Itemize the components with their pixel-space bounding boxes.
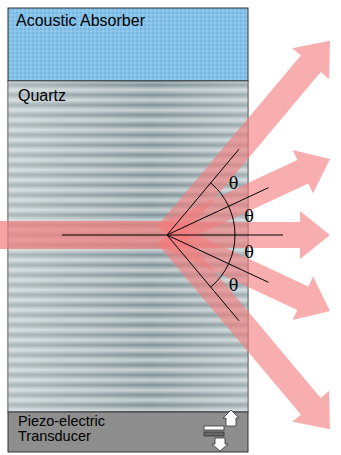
node-label: Quartz xyxy=(18,87,138,105)
angle-arc xyxy=(229,235,235,264)
quartz-box: Quartz xyxy=(8,81,248,412)
angle-arc xyxy=(229,206,235,235)
node-label: Piezo-electric Transducer xyxy=(18,414,158,444)
angle-line xyxy=(167,235,239,321)
absorber-block xyxy=(8,8,248,81)
angle-line xyxy=(167,149,239,235)
angle-label: θ xyxy=(229,176,239,192)
angle-arc xyxy=(211,183,229,206)
transducer-box: Piezo-electric Transducer xyxy=(8,412,248,452)
angle-arc xyxy=(211,264,229,287)
transducer-block xyxy=(8,412,248,452)
angle-label: θ xyxy=(244,209,254,225)
node-label: Acoustic Absorber xyxy=(16,12,146,30)
light-beams xyxy=(0,41,330,430)
vibration-icon xyxy=(204,410,239,451)
angle-label: θ xyxy=(244,245,254,261)
absorber-box: Acoustic Absorber xyxy=(8,8,248,81)
angle-line xyxy=(167,235,269,282)
angle-lines xyxy=(62,149,283,321)
beam xyxy=(157,227,330,430)
angle-line xyxy=(62,235,283,236)
angle-label: θ xyxy=(229,278,239,294)
angle-line xyxy=(167,188,269,235)
